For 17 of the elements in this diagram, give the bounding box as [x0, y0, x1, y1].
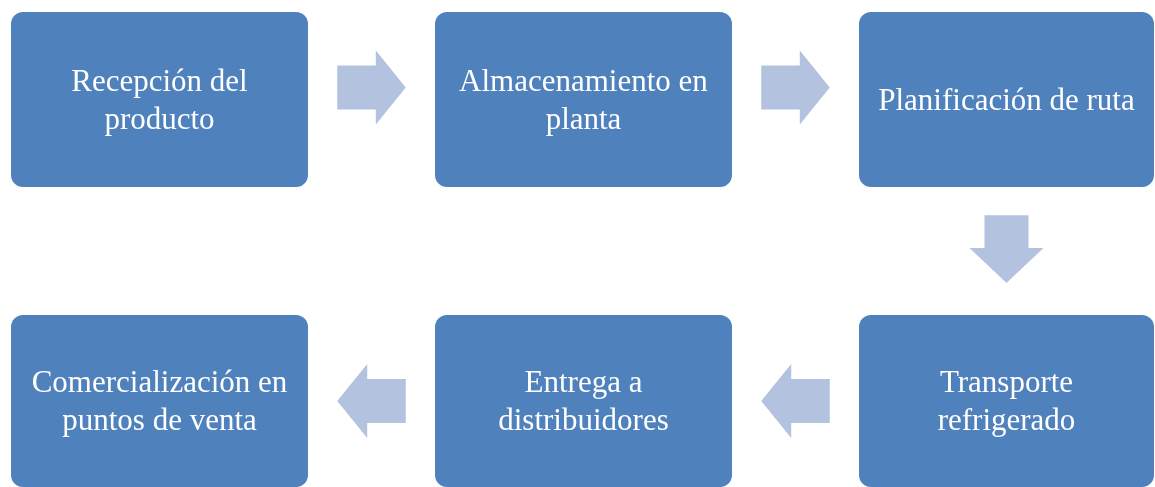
step-label: Planificación de ruta	[878, 80, 1135, 119]
step-label: Almacenamiento en planta	[458, 61, 709, 138]
process-box	[435, 315, 732, 487]
process-box	[859, 12, 1154, 187]
block-arrow	[761, 50, 830, 125]
step-label: Transporte refrigerado	[936, 363, 1077, 439]
process-box	[11, 12, 308, 187]
block-arrow	[337, 364, 406, 438]
block-arrow	[337, 50, 406, 125]
process-box	[859, 315, 1154, 487]
step-label: Entrega a distribuidores	[497, 363, 670, 439]
process-box	[435, 12, 732, 187]
block-arrow	[969, 215, 1044, 283]
process-box	[11, 315, 308, 487]
step-label: Comercialización en puntos de venta	[30, 363, 289, 439]
block-arrow	[761, 364, 830, 438]
step-label: Recepción del producto	[70, 61, 249, 138]
